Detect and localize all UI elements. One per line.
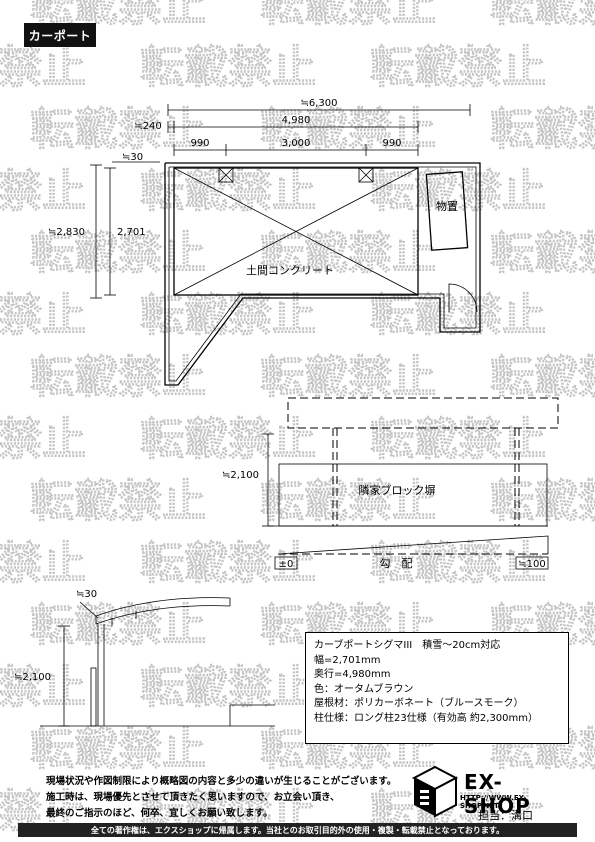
notes: 現場状況や作図制限により概略図の内容と多少の違いが生じることがございます。 施工… xyxy=(46,774,406,822)
exshop-logo: EX-SHOP HTTP://WWW.EX-SHOP.NET 担当：溝口 xyxy=(410,764,560,826)
spec-color: 色：オータムブラウン xyxy=(314,683,414,695)
note-line: 現場状況や作図制限により概略図の内容と多少の違いが生じることがございます。 xyxy=(46,776,397,787)
page-title: カーポート xyxy=(24,23,96,47)
note-line: 最終のご指示のほど、何卒、宜しくお願い致します。 xyxy=(46,808,273,819)
dim-carport-depth: 2,701 xyxy=(117,227,146,238)
dim-offset: ≒240 xyxy=(134,121,161,132)
floor-label: 土間コンクリート xyxy=(246,264,334,277)
spec-roof-material: 屋根材：ポリカーボネート（ブルースモーク） xyxy=(314,698,524,709)
plan-view: ≒6,300 ≒240 4,980 990 3,000 990 ≒30 ≒2,8… xyxy=(48,98,481,386)
slope-label: 勾 配 xyxy=(380,557,413,570)
logo-name: EX-SHOP xyxy=(464,770,531,818)
copyright-footer: 全ての著作権は、エクスショップに帰属します。当社とのお取引目的外の使用・複製・転… xyxy=(18,823,577,837)
spec-product: カーブポートシグマIII 積雪～20cm対応 xyxy=(314,640,501,651)
dim-side-roof-edge: ≒30 xyxy=(76,589,97,600)
note-line: 施工時は、現場優先とさせて頂きたく思いますので、お立会い頂き、 xyxy=(46,792,340,803)
dim-left-gap: 990 xyxy=(190,138,209,149)
level-left: ±0 xyxy=(279,559,294,570)
side-view: ≒30 ≒2,100 xyxy=(14,589,275,727)
storage-shed xyxy=(425,171,469,251)
spec-depth: 奥行=4,980mm xyxy=(314,669,391,680)
cube-icon xyxy=(411,765,459,818)
dim-elev-height: ≒2,100 xyxy=(222,470,259,481)
logo-url: HTTP://WWW.EX-SHOP.NET xyxy=(460,794,527,810)
dim-total-depth: ≒2,830 xyxy=(48,227,85,238)
dim-side-height: ≒2,100 xyxy=(14,672,51,683)
storage-label: 物置 xyxy=(436,199,458,213)
dim-post-span: 3,000 xyxy=(282,138,311,149)
dim-total-width: ≒6,300 xyxy=(300,98,337,109)
spec-width: 幅=2,701mm xyxy=(314,654,381,666)
dim-carport-width: 4,980 xyxy=(282,115,311,126)
staff-name: 担当：溝口 xyxy=(478,809,533,822)
level-right: ≒100 xyxy=(518,559,545,570)
dim-plan-roof-edge: ≒30 xyxy=(122,152,143,163)
spec-post: 柱仕様：ロング柱23仕様（有効高 約2,300mm） xyxy=(314,712,539,724)
wall-label: 隣家ブロック塀 xyxy=(359,483,436,497)
spec-box: カーブポートシグマIII 積雪～20cm対応 幅=2,701mm 奥行=4,98… xyxy=(305,632,569,744)
dim-right-gap: 990 xyxy=(382,138,401,149)
elevation-view: 隣家ブロック塀 ≒2,100 ±0 勾 配 ≒100 xyxy=(222,397,559,570)
